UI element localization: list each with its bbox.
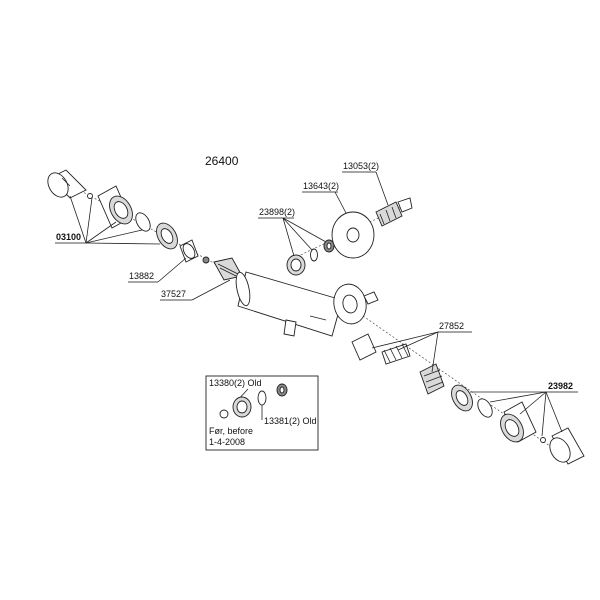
old-washer bbox=[257, 390, 267, 406]
leader-37527 bbox=[191, 279, 231, 301]
cartridge-right bbox=[419, 363, 445, 395]
wall-flange-right bbox=[333, 283, 367, 325]
s-union-13053 bbox=[375, 197, 413, 227]
screw-right bbox=[540, 437, 546, 443]
o-ring-left bbox=[135, 212, 151, 232]
old-gasket bbox=[276, 383, 288, 397]
handle-body-right bbox=[500, 401, 537, 443]
leader-13643 bbox=[334, 191, 347, 214]
handle-cap-right bbox=[549, 427, 585, 465]
note-before-date-line1: Før, before bbox=[209, 426, 253, 436]
note-before-date-line2: 1-4-2008 bbox=[209, 437, 245, 447]
o-ring-right bbox=[477, 398, 493, 418]
label-23982: 23982 bbox=[548, 381, 573, 391]
label-13380-old: 13380(2) Old bbox=[209, 378, 262, 388]
union-nut-23898 bbox=[286, 254, 306, 276]
nut-left bbox=[156, 222, 178, 250]
label-03100: 03100 bbox=[56, 232, 81, 242]
leaders-03100 bbox=[69, 195, 161, 245]
mixer-body bbox=[235, 271, 343, 337]
leaders-23898 bbox=[282, 217, 327, 257]
assembly-number: 26400 bbox=[205, 154, 239, 168]
small-ring-left bbox=[202, 256, 210, 264]
label-13882: 13882 bbox=[129, 271, 154, 281]
old-union-nut bbox=[232, 396, 252, 418]
stub-right bbox=[363, 291, 379, 305]
label-13381-old: 13381(2) Old bbox=[264, 416, 317, 426]
label-37527: 37527 bbox=[161, 289, 186, 299]
outlet-stub bbox=[283, 319, 297, 337]
label-13643: 13643(2) bbox=[303, 181, 339, 191]
handle-cap-left bbox=[47, 169, 87, 199]
stop-ring-13882 bbox=[179, 239, 199, 263]
leaders-23982 bbox=[470, 391, 563, 437]
leader-13053 bbox=[375, 171, 389, 206]
handle-body-left bbox=[97, 185, 133, 229]
screw-left bbox=[87, 193, 93, 199]
label-23898: 23898(2) bbox=[259, 207, 295, 217]
old-small-ring bbox=[219, 409, 229, 419]
spring-27852 bbox=[381, 343, 411, 365]
sleeve-right bbox=[351, 333, 377, 361]
leaders-27852 bbox=[371, 331, 439, 373]
nut-right bbox=[451, 384, 473, 412]
label-27852: 27852 bbox=[439, 321, 464, 331]
wall-rosette-13643 bbox=[331, 211, 375, 259]
washer-23898 bbox=[310, 248, 318, 262]
leader-13882 bbox=[157, 257, 187, 283]
label-13053: 13053(2) bbox=[343, 161, 379, 171]
